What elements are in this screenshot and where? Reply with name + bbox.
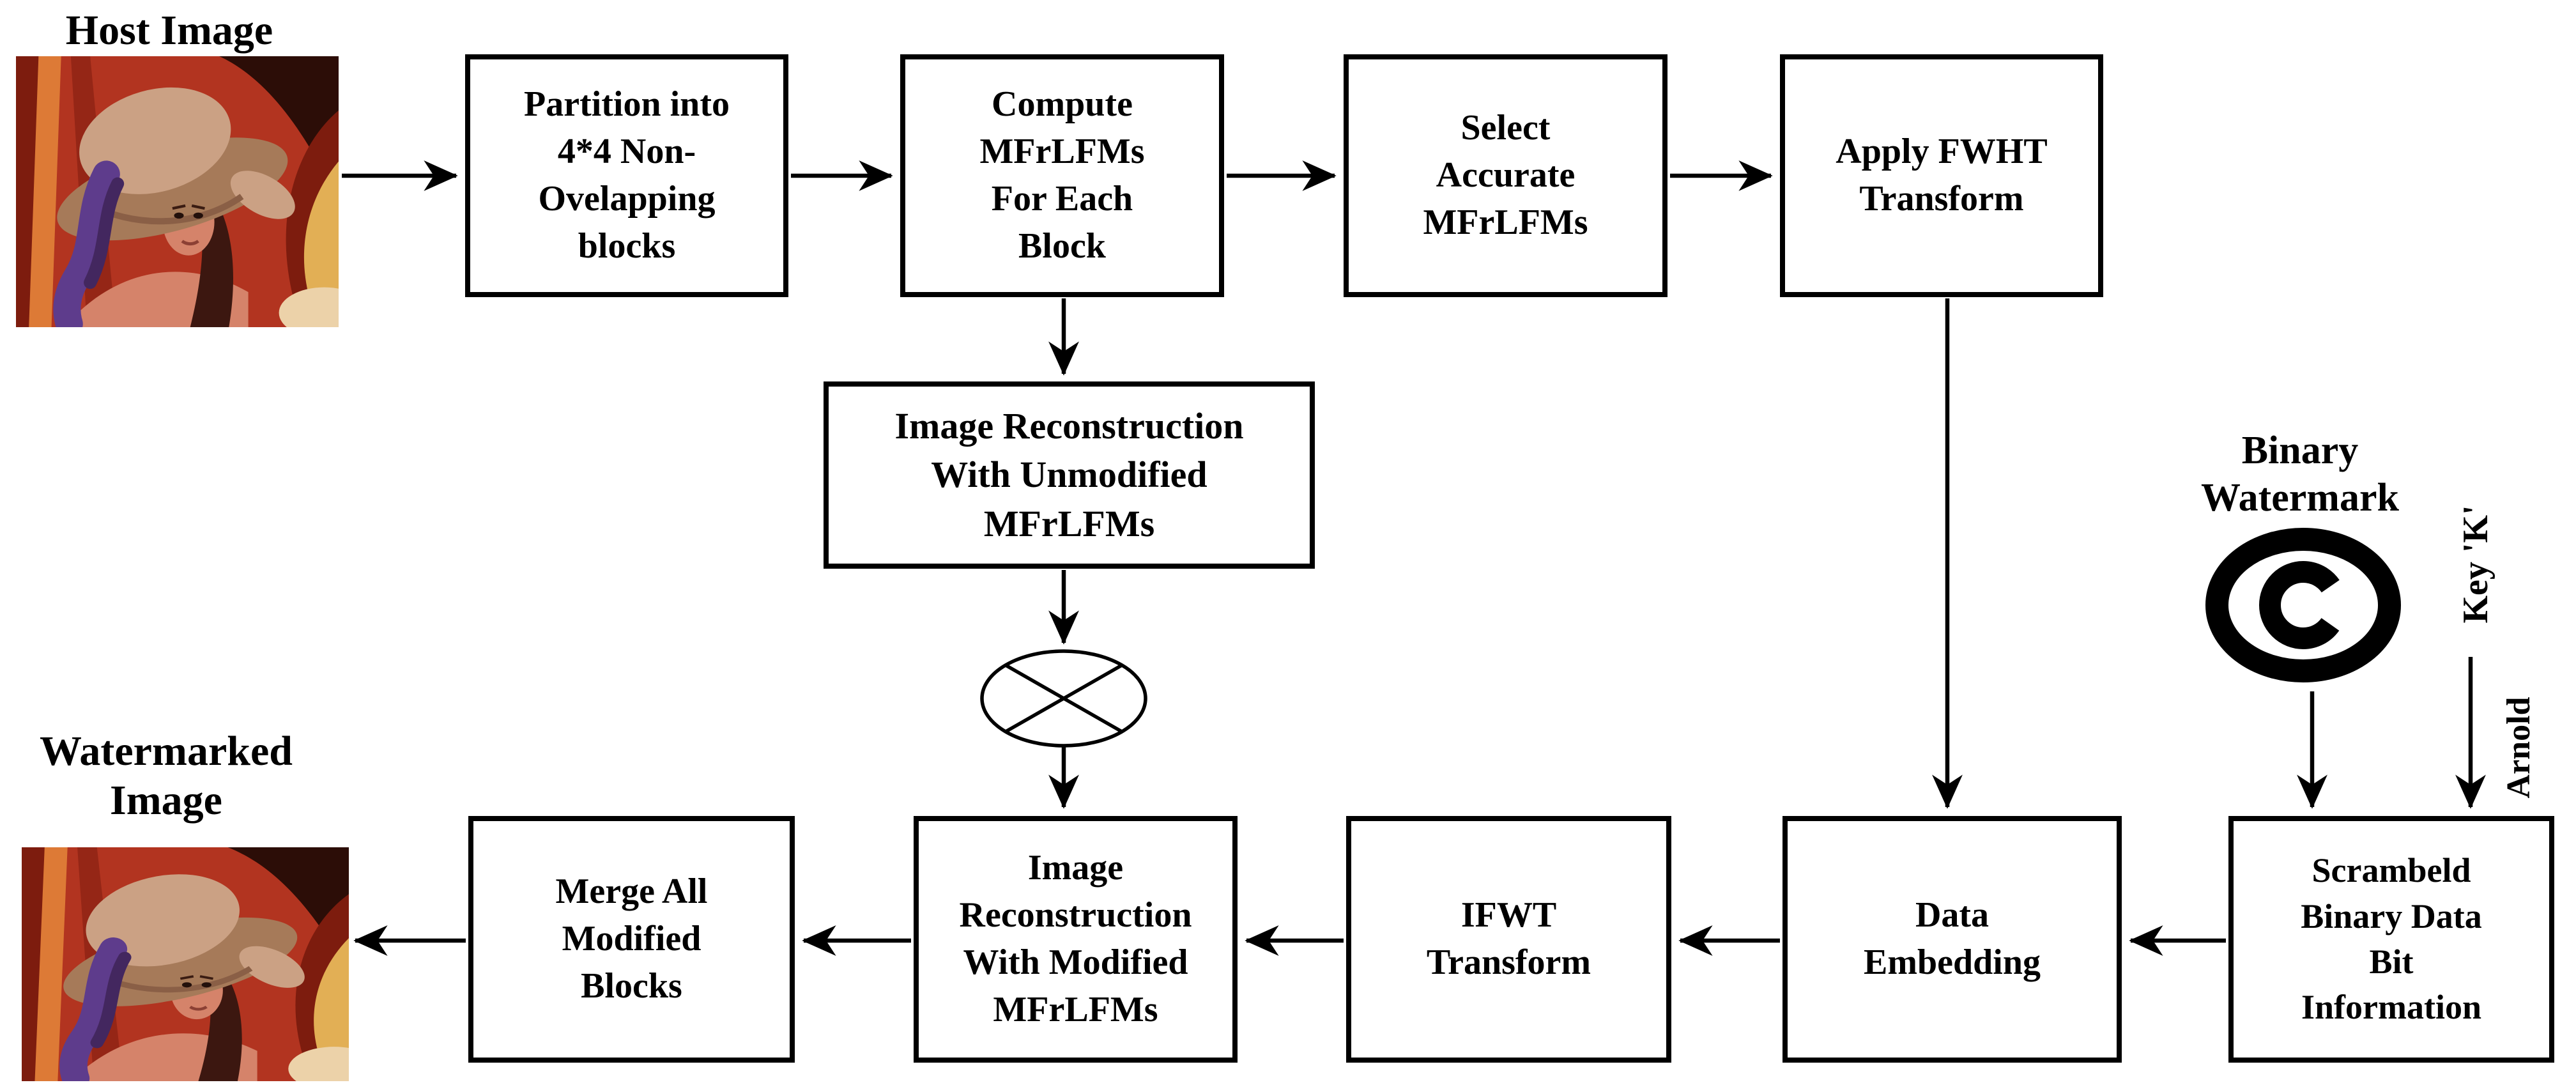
box-ifwt-transform: IFWT Transform (1346, 816, 1671, 1063)
box-modified-reconstruction: Image Reconstruction With Modified MFrLF… (914, 816, 1238, 1063)
copyright-icon (2205, 528, 2401, 682)
box-data-embedding: Data Embedding (1782, 816, 2122, 1063)
box-unmodified-reconstruction: Image Reconstruction With Unmodified MFr… (824, 381, 1315, 569)
box-apply-fwht: Apply FWHT Transform (1780, 54, 2103, 297)
arnold-label: Arnold (2500, 696, 2537, 799)
multiplier-icon (980, 649, 1147, 748)
box-select-accurate: Select Accurate MFrLFMs (1344, 54, 1667, 297)
box-merge-blocks: Merge All Modified Blocks (468, 816, 795, 1063)
watermarked-image-thumbnail (22, 847, 349, 1081)
watermarked-image-label: Watermarked Image (40, 728, 293, 824)
box-partition: Partition into 4*4 Non- Ovelapping block… (465, 54, 788, 297)
host-image-thumbnail (16, 56, 339, 327)
key-label: Key 'K' (2456, 505, 2496, 624)
box-compute-mfrlfms: Compute MFrLFMs For Each Block (900, 54, 1224, 297)
box-scrambled-data: Scrambeld Binary Data Bit Information (2228, 816, 2554, 1063)
binary-watermark-label: Binary Watermark (2201, 429, 2399, 520)
host-image-label: Host Image (65, 7, 273, 54)
